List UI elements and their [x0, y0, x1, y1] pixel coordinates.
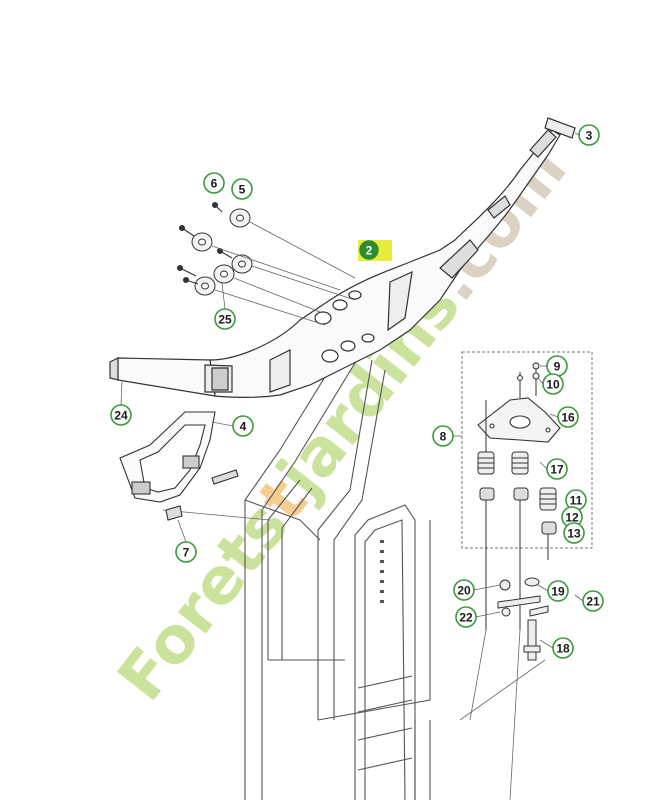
callout-label: 12 — [565, 511, 579, 525]
callout-20[interactable]: 20 — [453, 579, 475, 601]
screws — [176, 201, 233, 285]
callout-18[interactable]: 18 — [552, 637, 574, 659]
callout-label: 25 — [218, 313, 232, 327]
callouts: 2 3 4 5 6 7 8 9 — [110, 124, 604, 659]
washers — [191, 208, 253, 296]
mount-bolts — [485, 362, 549, 630]
callout-label: 17 — [550, 463, 564, 477]
callout-22[interactable]: 22 — [455, 606, 477, 628]
callout-10[interactable]: 10 — [542, 373, 564, 395]
callout-12[interactable]: 12 — [561, 506, 583, 528]
callout-label: 6 — [211, 177, 218, 191]
leader-lines — [162, 221, 356, 521]
callout-connectors — [120, 132, 584, 649]
callout-label: 3 — [586, 129, 593, 143]
waist-strap — [109, 357, 233, 397]
callout-7[interactable]: 7 — [175, 541, 197, 563]
callout-label: 9 — [554, 360, 561, 374]
lower-leaders — [459, 629, 546, 801]
callout-13[interactable]: 13 — [563, 522, 585, 544]
mount-group-box — [461, 351, 593, 549]
callout-21[interactable]: 21 — [582, 590, 604, 612]
callout-8[interactable]: 8 — [432, 425, 454, 447]
callout-label: 8 — [440, 430, 447, 444]
callout-9[interactable]: 9 — [546, 355, 568, 377]
callout-label: 4 — [240, 420, 247, 434]
callout-label: 16 — [561, 411, 575, 425]
callout-6[interactable]: 6 — [203, 172, 225, 194]
callout-label: 5 — [239, 183, 246, 197]
callout-19[interactable]: 19 — [547, 580, 569, 602]
callout-16[interactable]: 16 — [557, 406, 579, 428]
bracket — [119, 411, 239, 521]
callout-label: 21 — [586, 595, 600, 609]
callout-2[interactable]: 2 — [358, 240, 392, 261]
callout-label: 7 — [183, 546, 190, 560]
callout-label: 2 — [366, 244, 373, 258]
buckle — [544, 117, 576, 139]
callout-label: 20 — [457, 584, 471, 598]
callout-label: 13 — [567, 527, 581, 541]
callout-label: 24 — [114, 409, 128, 423]
lower-hardware — [497, 577, 549, 661]
callout-label: 22 — [459, 611, 473, 625]
callout-25[interactable]: 25 — [214, 308, 236, 330]
ladder-rail — [354, 504, 416, 801]
mount-plate — [477, 397, 561, 443]
callout-17[interactable]: 17 — [546, 458, 568, 480]
watermark-part-1: Forets — [104, 489, 303, 715]
callout-label: 10 — [546, 378, 560, 392]
callout-24[interactable]: 24 — [110, 404, 132, 426]
callout-label: 11 — [570, 494, 583, 508]
callout-3[interactable]: 3 — [578, 124, 600, 146]
callout-label: 18 — [556, 642, 570, 656]
callout-label: 19 — [551, 585, 565, 599]
springs — [477, 451, 557, 535]
callout-4[interactable]: 4 — [232, 415, 254, 437]
callout-5[interactable]: 5 — [231, 178, 253, 200]
